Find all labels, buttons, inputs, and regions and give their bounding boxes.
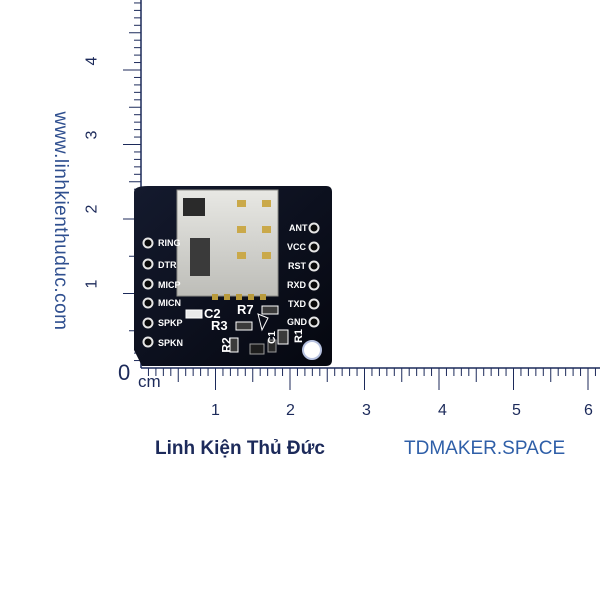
- pin-label-gnd: GND: [287, 317, 307, 327]
- ruler-h-label-5: 5: [512, 402, 521, 419]
- brand-name: Linh Kiện Thủ Đức: [155, 438, 325, 459]
- left-pad-3: [142, 278, 154, 290]
- ruler-h-label-2: 2: [286, 402, 295, 419]
- right-pad-1: [308, 222, 320, 234]
- transistor-q1: [249, 343, 265, 355]
- right-pad-6: [308, 316, 320, 328]
- silk-r7: R7: [237, 302, 254, 317]
- pin-label-vcc: VCC: [287, 242, 307, 252]
- pin-label-txd: TXD: [288, 299, 306, 309]
- capacitor-c1: [267, 339, 277, 353]
- left-pad-1: [142, 237, 154, 249]
- silk-c2: C2: [204, 306, 221, 321]
- pin-label-ring: RING: [158, 238, 181, 248]
- pin-label-dtr: DTR: [158, 260, 177, 270]
- left-pad-4: [142, 297, 154, 309]
- ruler-h-label-4: 4: [438, 402, 447, 419]
- capacitor-c2: [185, 309, 203, 319]
- right-pad-5: [308, 298, 320, 310]
- ruler-zero-label: 0: [118, 360, 131, 385]
- left-pad-2: [142, 258, 154, 270]
- silk-r2: R2: [219, 337, 234, 353]
- pin-label-rxd: RXD: [287, 280, 307, 290]
- pin-label-micp: MICP: [158, 280, 181, 290]
- pin-label-rst: RST: [288, 261, 306, 271]
- sim-contacts: [237, 200, 271, 259]
- pin-label-spkp: SPKP: [158, 318, 183, 328]
- ruler-h-label-6: 6: [584, 402, 593, 419]
- pin-label-spkn: SPKN: [158, 338, 184, 348]
- ruler-unit-label: cm: [138, 372, 161, 391]
- resistor-r7: [261, 305, 279, 315]
- resistor-r2: [229, 337, 239, 353]
- silk-c1: C1: [266, 331, 278, 344]
- right-pad-3: [308, 260, 320, 272]
- right-pad-2: [308, 241, 320, 253]
- right-header-pads: [308, 222, 320, 328]
- pin-label-micn: MICN: [158, 298, 181, 308]
- sim-holder-latch: [183, 198, 205, 216]
- resistor-r3: [235, 321, 253, 331]
- silk-r3: R3: [211, 318, 228, 333]
- mounting-hole: [302, 340, 322, 360]
- pin-label-ant: ANT: [289, 223, 308, 233]
- left-header-pads: [142, 237, 154, 348]
- ruler-h-label-3: 3: [362, 402, 371, 419]
- resistor-r1: [277, 329, 289, 345]
- silk-r1: R1: [293, 328, 306, 344]
- left-pad-6: [142, 336, 154, 348]
- left-pad-5: [142, 317, 154, 329]
- right-pad-4: [308, 279, 320, 291]
- ruler-h-label-1: 1: [211, 402, 220, 419]
- sim-bottom-pins: [212, 294, 266, 300]
- site-name: TDMAKER.SPACE: [404, 438, 566, 459]
- sim-holder-slot: [190, 238, 210, 276]
